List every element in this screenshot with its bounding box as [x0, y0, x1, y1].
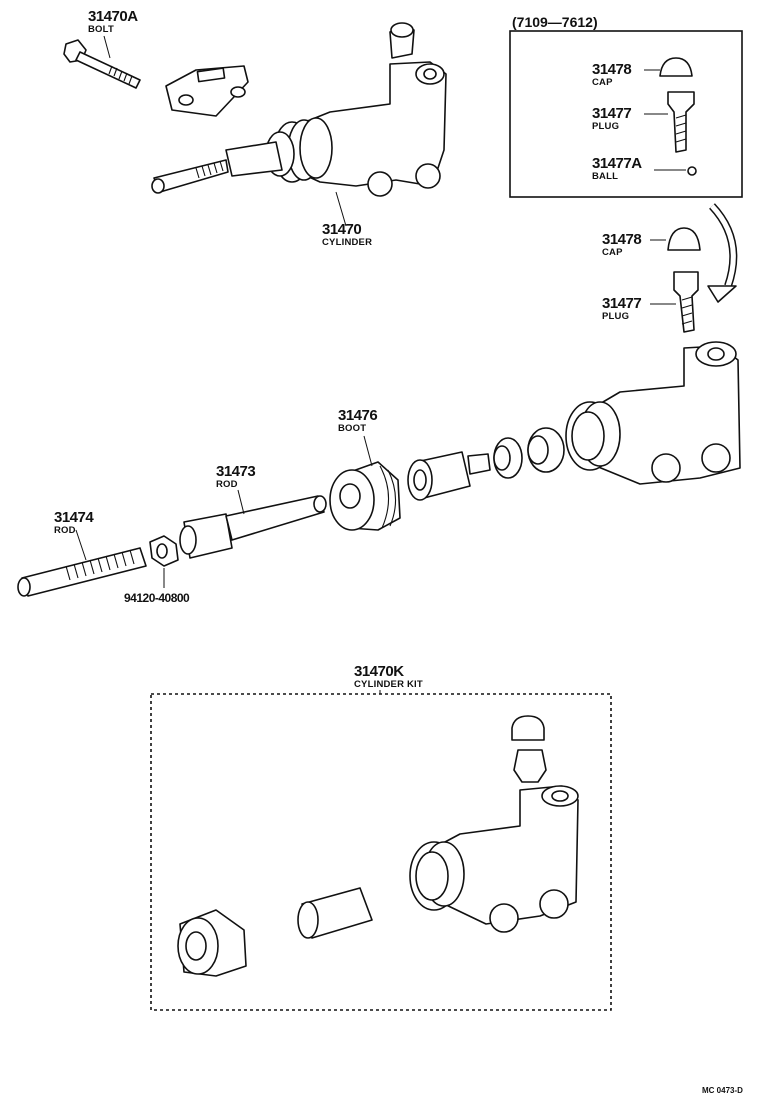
part-name: CYLINDER [322, 237, 373, 248]
part-number: 31478 [602, 231, 642, 248]
cylinder-kit-box [150, 693, 612, 1011]
slave-cylinder-top [151, 22, 447, 197]
part-name: CAP [592, 77, 613, 88]
part-name: BOLT [88, 24, 114, 35]
variant-inset-box [509, 30, 743, 198]
callout-rod-left: 31474 ROD [54, 509, 94, 536]
callout-nut: 94120-40800 [124, 591, 190, 605]
footer-code: MC 0473-D [702, 1086, 743, 1095]
part-name: CYLINDER KIT [354, 679, 423, 690]
part-name: PLUG [592, 121, 620, 132]
part-name: CAP [602, 247, 623, 258]
part-number: 31470 [322, 221, 362, 238]
part-number: 94120-40800 [124, 591, 190, 605]
callout-plug-inset: 31477 PLUG [592, 105, 632, 132]
callout-cylinder-kit: 31470K CYLINDER KIT [354, 664, 423, 690]
callout-cap-inset: 31478 CAP [592, 61, 632, 88]
part-number: 31474 [54, 509, 94, 526]
callout-bolt: 31470A BOLT [88, 9, 138, 35]
callout-rod-mid: 31473 ROD [216, 463, 256, 490]
part-number: 31477A [592, 155, 642, 172]
leader-lines [75, 35, 686, 694]
curved-arrow [707, 203, 738, 303]
callout-plug: 31477 PLUG [602, 295, 642, 322]
bolt-part [63, 39, 141, 89]
kit-parts [177, 715, 579, 977]
part-name: PLUG [602, 311, 630, 322]
inset-parts [659, 57, 697, 176]
callout-boot: 31476 BOOT [338, 407, 378, 434]
part-number: 31470K [354, 663, 404, 680]
callout-ball-inset: 31477A BALL [592, 156, 642, 182]
part-name: ROD [54, 525, 76, 536]
part-name: BOOT [338, 423, 367, 434]
part-number: 31476 [338, 407, 378, 424]
date-range-label: (7109—7612) [512, 14, 598, 30]
callout-cylinder: 31470 CYLINDER [322, 222, 372, 248]
part-number: 31477 [592, 105, 632, 122]
part-name: ROD [216, 479, 238, 490]
bracket-part [165, 65, 249, 117]
slave-cylinder-middle [565, 341, 741, 485]
callout-cap: 31478 CAP [602, 231, 642, 258]
boot-part [329, 461, 401, 531]
cap-plug-parts [667, 227, 701, 333]
part-number: 31470A [88, 8, 138, 25]
nut-part [149, 535, 179, 567]
part-number: 31473 [216, 463, 256, 480]
part-name: BALL [592, 171, 619, 182]
piston-seals [407, 427, 565, 501]
part-number: 31477 [602, 295, 642, 312]
part-number: 31478 [592, 61, 632, 78]
rod-31473-part [179, 495, 327, 559]
rod-31474-part [17, 547, 147, 597]
